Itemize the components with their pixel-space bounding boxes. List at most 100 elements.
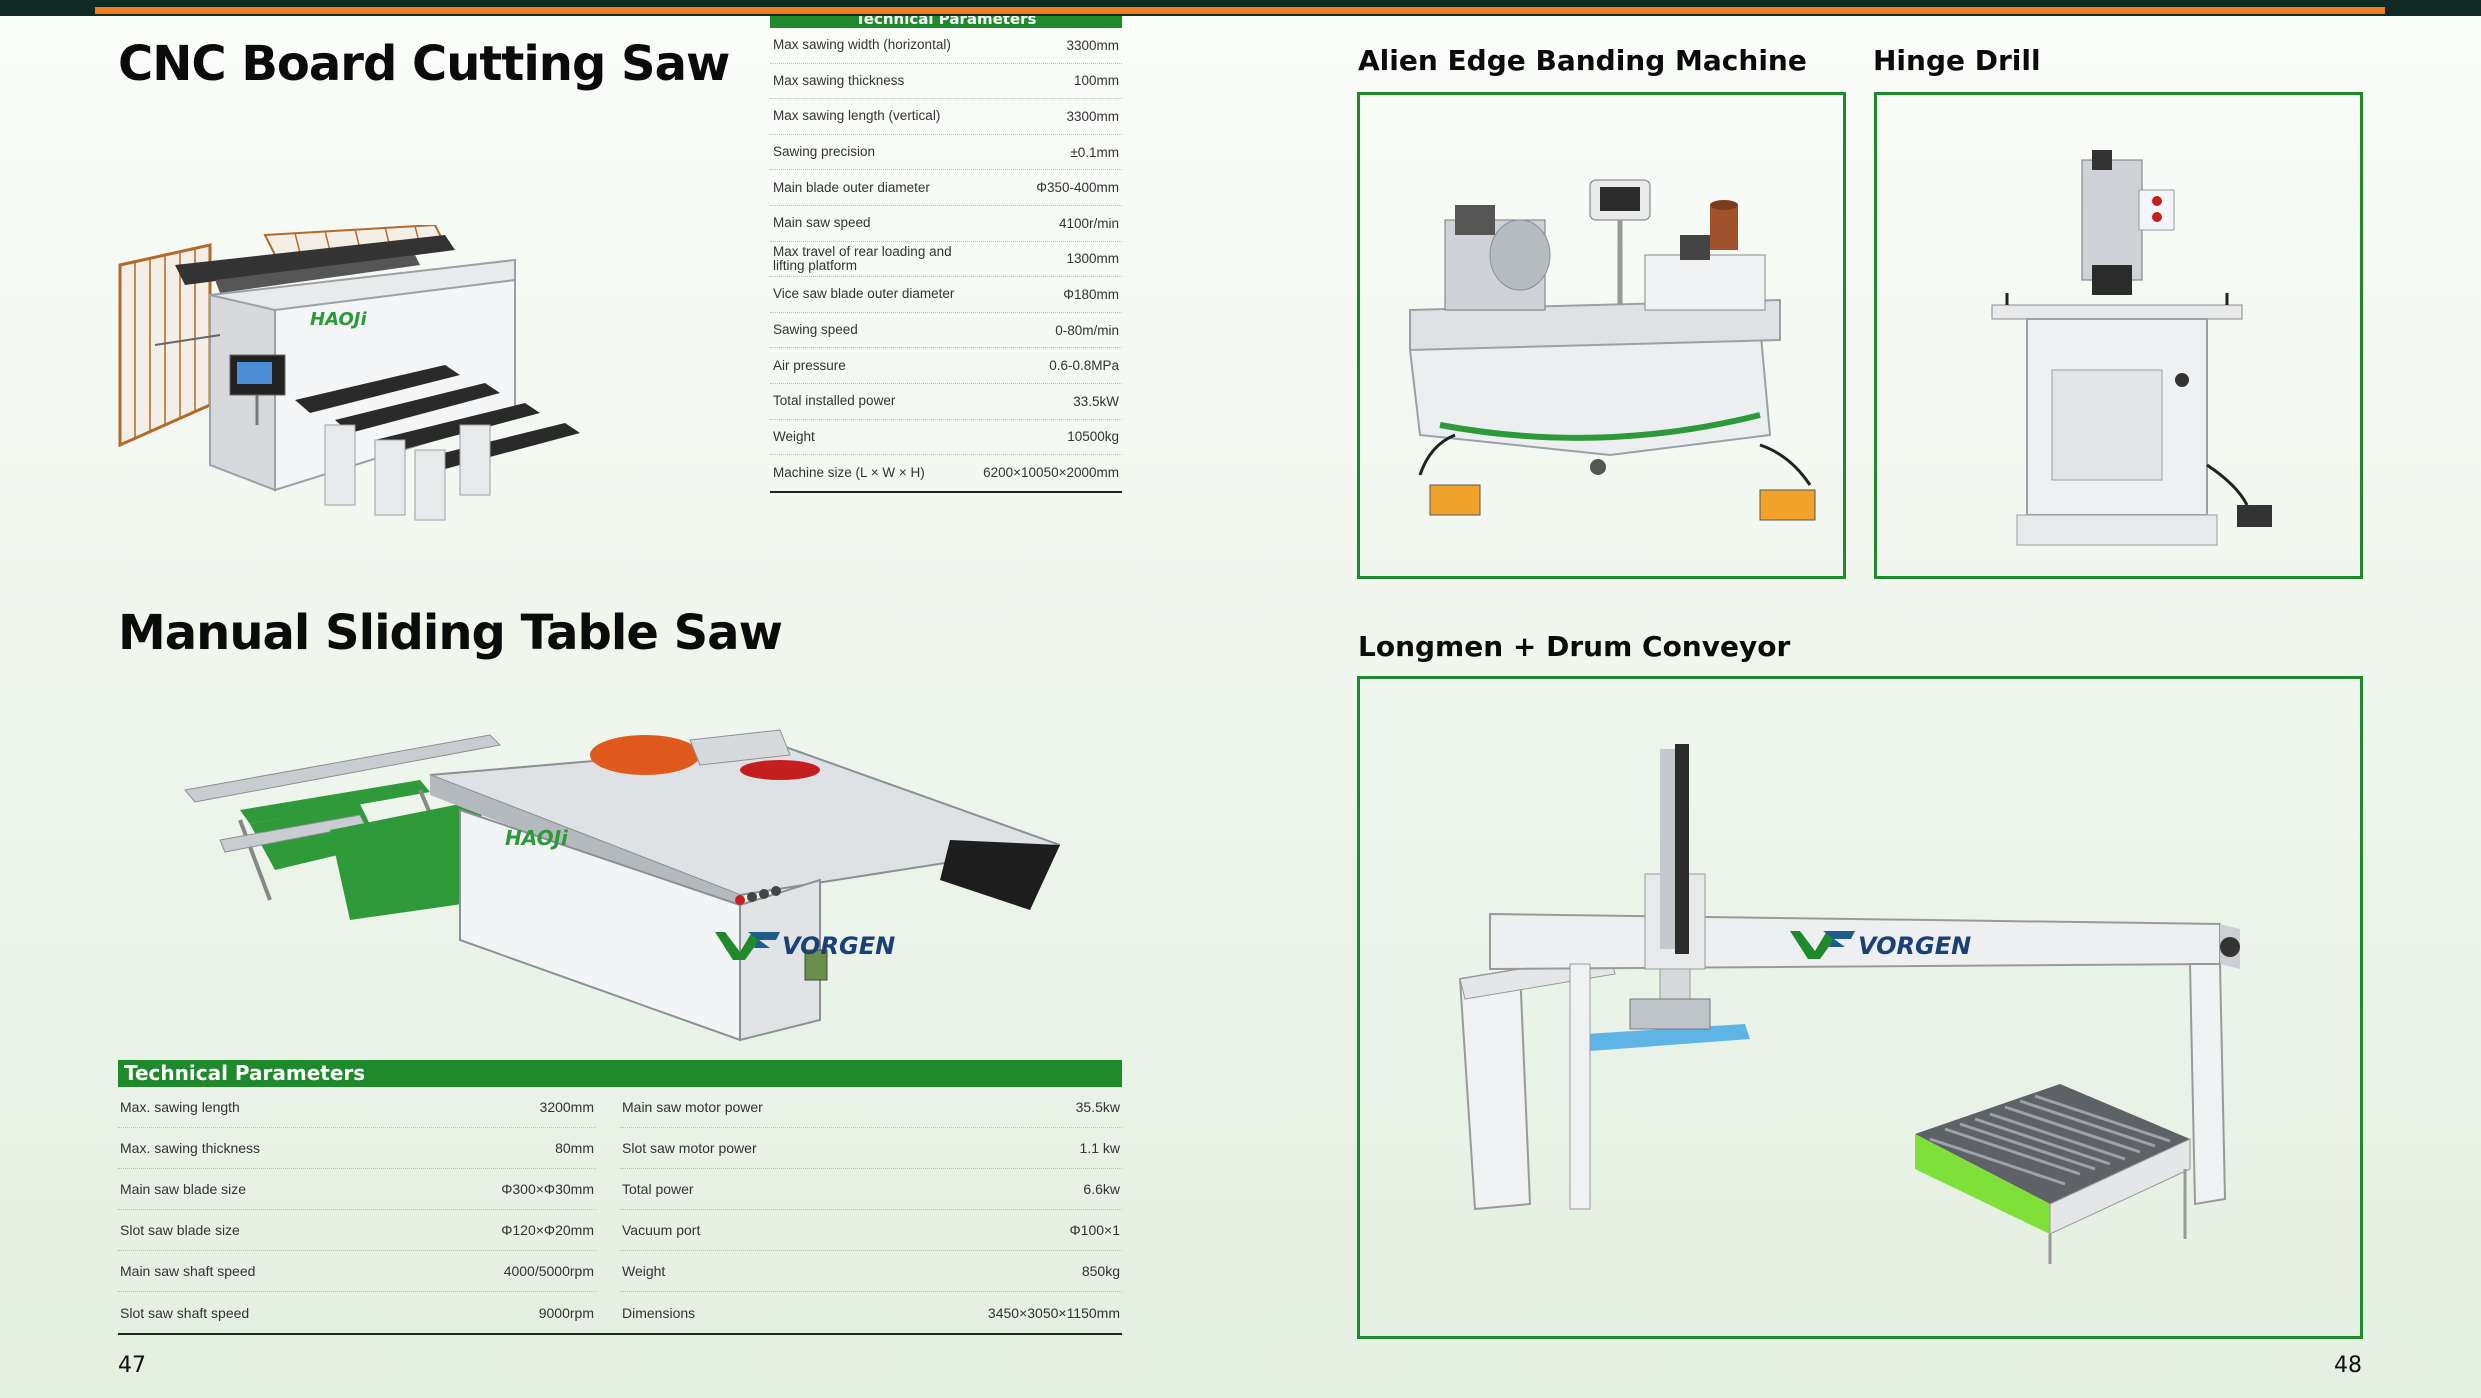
page-number-right: 48 bbox=[2334, 1353, 2362, 1378]
spec-row: Max sawing length (vertical) 3300mm bbox=[770, 99, 1122, 135]
param-label: Main saw motor power bbox=[622, 1099, 763, 1115]
hinge-drill-frame bbox=[1874, 92, 2363, 579]
spec-label: Max sawing length (vertical) bbox=[773, 108, 941, 124]
spec-label: Air pressure bbox=[773, 357, 846, 373]
spec-row: Max sawing thickness 100mm bbox=[770, 64, 1122, 100]
vorgen-logo-text: VORGEN bbox=[782, 932, 895, 960]
page-number-left: 47 bbox=[118, 1353, 146, 1378]
spec-label: Max sawing thickness bbox=[773, 72, 905, 88]
spec-value: 33.5kW bbox=[1073, 393, 1119, 409]
param-label: Slot saw motor power bbox=[622, 1140, 757, 1156]
cnc-brand-label: HAOJi bbox=[310, 309, 367, 330]
spec-row: Air pressure 0.6-0.8MPa bbox=[770, 348, 1122, 384]
sliding-saw-image: HAOJi VORGEN bbox=[184, 729, 1060, 1042]
param-label: Max. sawing thickness bbox=[120, 1140, 261, 1156]
spec-row: Machine size (L × W × H) 6200×10050×2000m… bbox=[770, 455, 1122, 491]
tech-params-right-col: Main saw motor power 35.5kw Slot saw moto… bbox=[620, 1087, 1122, 1333]
param-label: Dimensions bbox=[622, 1304, 696, 1321]
spec-value: 6200×10050×2000mm bbox=[983, 465, 1119, 481]
edge-banding-title: Alien Edge Banding Machine bbox=[1358, 44, 1807, 77]
spec-value: ±0.1mm bbox=[1070, 144, 1119, 160]
tech-params-end-rule bbox=[118, 1333, 1122, 1335]
longmen-title: Longmen + Drum Conveyor bbox=[1358, 630, 1791, 663]
param-label: Main saw shaft speed bbox=[120, 1263, 256, 1279]
param-label: Slot saw blade size bbox=[120, 1222, 240, 1238]
param-row: Dimensions 3450×3050×1150mm bbox=[620, 1292, 1122, 1333]
param-row: Main saw shaft speed 4000/5000rpm bbox=[118, 1251, 596, 1292]
hinge-drill-title: Hinge Drill bbox=[1873, 44, 2041, 77]
spec-row: Vice saw blade outer diameter Φ180mm bbox=[770, 277, 1122, 313]
spec-row: Sawing speed 0-80m/min bbox=[770, 313, 1122, 349]
spec-label: Sawing speed bbox=[773, 322, 858, 338]
param-value: 9000rpm bbox=[538, 1304, 594, 1321]
param-row: Vacuum port Φ100×1 bbox=[620, 1210, 1122, 1251]
param-value: 4000/5000rpm bbox=[503, 1263, 594, 1279]
sliding-saw-title: Manual Sliding Table Saw bbox=[118, 605, 783, 661]
param-value: Φ100×1 bbox=[1069, 1222, 1121, 1238]
control-buttons bbox=[735, 886, 781, 905]
top-accent-line bbox=[95, 7, 2385, 14]
outfeed-arms bbox=[295, 365, 580, 473]
spec-row: Main saw speed 4100r/min bbox=[770, 206, 1122, 242]
param-row: Main saw motor power 35.5kw bbox=[620, 1087, 1122, 1128]
spec-value: 4100r/min bbox=[1058, 215, 1119, 231]
spec-value: 3300mm bbox=[1066, 37, 1119, 53]
cnc-spec-header: Technical Parameters bbox=[770, 16, 1122, 28]
cnc-machine-image: HAOJi bbox=[118, 225, 580, 521]
spec-label: Machine size (L × W × H) bbox=[773, 464, 925, 480]
param-value: 35.5kw bbox=[1075, 1099, 1120, 1115]
spec-label: Vice saw blade outer diameter bbox=[773, 286, 955, 302]
sliding-brand-label: HAOJi bbox=[505, 826, 569, 850]
spec-label: Main blade outer diameter bbox=[773, 179, 930, 195]
param-label: Max. sawing length bbox=[120, 1099, 240, 1115]
blade-guard bbox=[590, 735, 700, 775]
outrigger-frame bbox=[184, 734, 502, 901]
param-row: Slot saw motor power 1.1 kw bbox=[620, 1128, 1122, 1169]
spec-label: Weight bbox=[773, 428, 815, 444]
longmen-frame: VORGEN bbox=[1357, 676, 2363, 1339]
param-row: Weight 850kg bbox=[620, 1251, 1122, 1292]
param-value: 6.6kw bbox=[1083, 1181, 1120, 1197]
spec-row: Sawing precision±0.1mm bbox=[770, 135, 1122, 171]
param-row: Max. sawing thickness 80mm bbox=[118, 1128, 596, 1169]
param-label: Weight bbox=[622, 1263, 666, 1279]
safety-cage bbox=[118, 225, 447, 448]
spec-label: Main saw speed bbox=[773, 215, 871, 231]
spec-value: 10500kg bbox=[1067, 429, 1119, 445]
spec-value: 1300mm bbox=[1066, 251, 1119, 267]
param-value: 1.1 kw bbox=[1079, 1140, 1120, 1156]
longmen-image: VORGEN bbox=[1458, 744, 2240, 1264]
edge-banding-frame bbox=[1357, 92, 1846, 579]
tech-params-header: Technical Parameters bbox=[118, 1060, 1122, 1087]
edge-banding-image bbox=[1408, 179, 1816, 521]
param-row: Main saw blade size Φ300×Φ30mm bbox=[118, 1169, 596, 1210]
param-label: Vacuum port bbox=[622, 1222, 701, 1238]
spec-label: Max travel of rear loading and lifting p… bbox=[773, 243, 952, 273]
spec-value: 100mm bbox=[1073, 73, 1119, 89]
param-value: Φ300×Φ30mm bbox=[501, 1181, 594, 1197]
param-value: 3450×3050×1150mm bbox=[987, 1304, 1120, 1321]
vorgen-logo: VORGEN bbox=[1790, 931, 1971, 960]
vorgen-logo-text: VORGEN bbox=[1858, 932, 1971, 960]
spec-row: Max sawing width (horizontal)3300mm bbox=[770, 28, 1122, 64]
spec-value: 3300mm bbox=[1066, 108, 1119, 124]
spec-value: 0-80m/min bbox=[1055, 322, 1119, 338]
vorgen-logo: VORGEN bbox=[715, 932, 895, 960]
param-value: 80mm bbox=[555, 1140, 594, 1156]
spec-value: Φ180mm bbox=[1063, 286, 1119, 302]
spec-value: 0.6-0.8MPa bbox=[1049, 358, 1119, 374]
spec-table-end-rule bbox=[770, 490, 1122, 493]
spec-row: Max travel of rear loading and lifting p… bbox=[770, 242, 1122, 278]
param-value: 850kg bbox=[1081, 1263, 1120, 1279]
param-label: Main saw blade size bbox=[120, 1181, 247, 1197]
hinge-drill-image bbox=[1991, 150, 2272, 546]
cnc-spec-table: Technical Parameters Max sawing width (h… bbox=[770, 16, 1122, 493]
